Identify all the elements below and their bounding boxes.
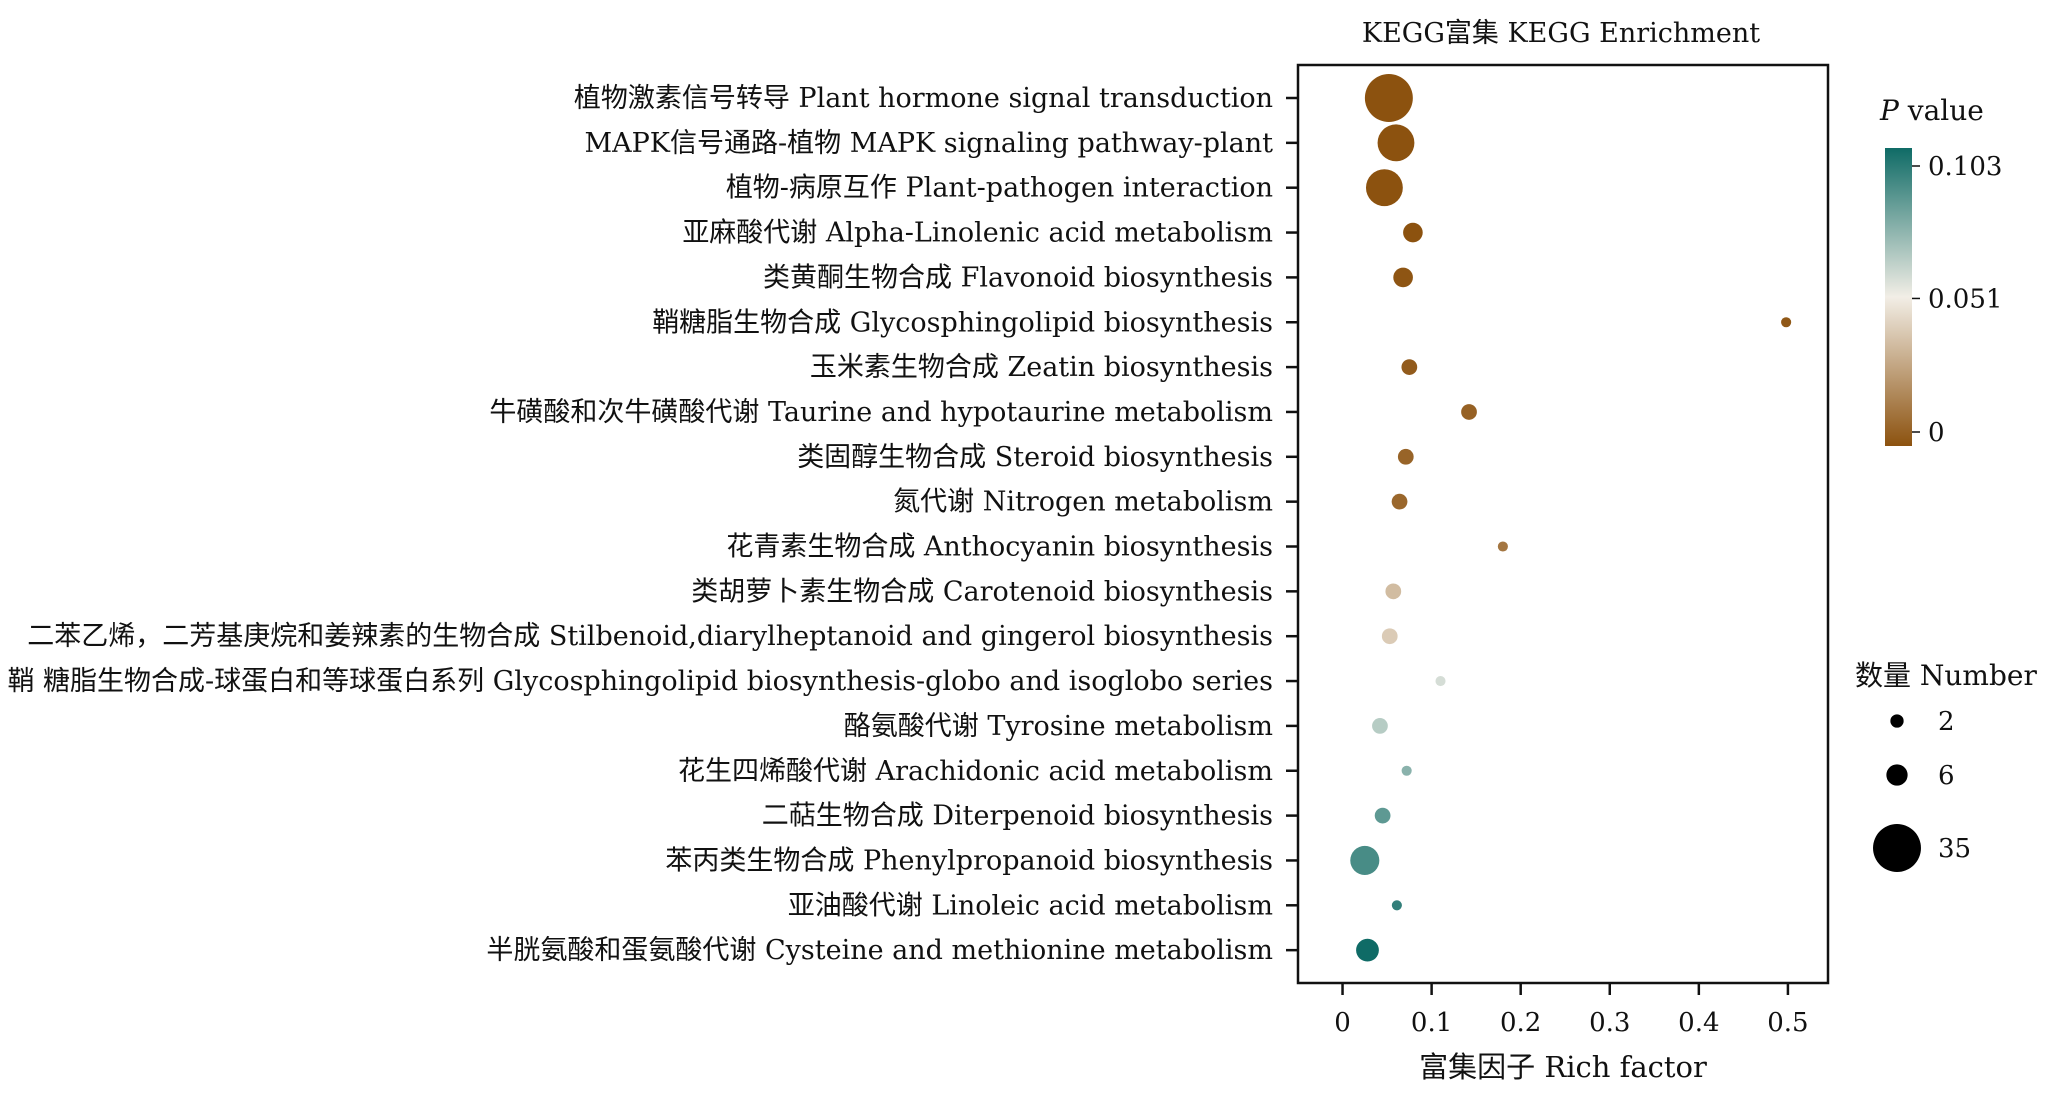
- data-bubble: [1403, 222, 1423, 243]
- category-label: 二苯乙烯，二芳基庚烷和姜辣素的生物合成 Stilbenoid,diarylhep…: [27, 621, 1273, 652]
- size-legend: 数量 Number 2 6 35: [1855, 659, 2037, 872]
- category-label: 鞘糖脂生物合成 Glycosphingolipid biosynthesis: [652, 307, 1273, 338]
- color-legend: P value 0.103 0.051 0: [1879, 94, 2002, 448]
- color-legend-title: P value: [1879, 94, 1984, 127]
- size-legend-items: 2 6 35: [1873, 707, 1971, 872]
- plot-frame: [1296, 63, 1830, 985]
- category-label: 花青素生物合成 Anthocyanin biosynthesis: [726, 532, 1273, 563]
- y-axis: 植物激素信号转导 Plant hormone signal transducti…: [7, 83, 1298, 966]
- data-bubble: [1497, 541, 1508, 552]
- color-legend-title-italic: P: [1879, 94, 1900, 127]
- size-legend-title: 数量 Number: [1855, 659, 2037, 692]
- x-tick-label: 0.2: [1500, 1008, 1541, 1038]
- data-bubble: [1372, 718, 1388, 734]
- category-label: 苯丙类生物合成 Phenylpropanoid biosynthesis: [665, 845, 1273, 876]
- category-label: 氮代谢 Nitrogen metabolism: [893, 487, 1273, 518]
- data-bubble: [1350, 845, 1380, 875]
- category-label: 酪氨酸代谢 Tyrosine metabolism: [844, 711, 1273, 742]
- data-bubble: [1435, 676, 1446, 687]
- color-tick-label: 0.051: [1928, 284, 2002, 314]
- data-bubble: [1401, 359, 1418, 375]
- category-label: 类胡萝卜素生物合成 Carotenoid biosynthesis: [691, 576, 1273, 607]
- data-bubble: [1381, 628, 1398, 645]
- data-bubble: [1393, 267, 1413, 288]
- category-label: 亚油酸代谢 Linoleic acid metabolism: [788, 890, 1273, 921]
- x-tick-label: 0.3: [1589, 1008, 1630, 1038]
- color-legend-title-rest: value: [1899, 94, 1984, 127]
- category-label: 半胱氨酸和蛋氨酸代谢 Cysteine and methionine metab…: [486, 935, 1273, 966]
- data-bubble: [1364, 74, 1413, 122]
- color-legend-ticks: 0.103 0.051 0: [1912, 152, 2002, 448]
- data-bubble: [1374, 807, 1391, 824]
- size-legend-label: 6: [1938, 761, 1955, 791]
- category-label: 牛磺酸和次牛磺酸代谢 Taurine and hypotaurine metab…: [489, 397, 1273, 428]
- data-bubble: [1365, 169, 1403, 207]
- x-axis: 0 0.1 0.2 0.3 0.4 0.5: [1334, 983, 1809, 1038]
- size-legend-label: 35: [1938, 834, 1971, 864]
- color-tick-label: 0.103: [1928, 152, 2002, 182]
- category-label: 植物激素信号转导 Plant hormone signal transducti…: [574, 83, 1273, 114]
- category-label: 类固醇生物合成 Steroid biosynthesis: [797, 442, 1273, 473]
- category-label: 玉米素生物合成 Zeatin biosynthesis: [810, 352, 1273, 383]
- category-label: 花生四烯酸代谢 Arachidonic acid metabolism: [678, 756, 1273, 787]
- data-bubble: [1781, 317, 1792, 328]
- category-label: MAPK信号通路-植物 MAPK signaling pathway-plant: [585, 128, 1274, 159]
- data-bubble: [1397, 448, 1414, 465]
- data-bubble: [1377, 124, 1415, 162]
- x-axis-label: 富集因子 Rich factor: [1419, 1050, 1707, 1084]
- data-bubble: [1401, 765, 1412, 776]
- data-bubble: [1391, 900, 1402, 911]
- x-tick-label: 0.5: [1767, 1008, 1808, 1038]
- category-label: 植物-病原互作 Plant-pathogen interaction: [726, 173, 1273, 204]
- category-label: 类黄酮生物合成 Flavonoid biosynthesis: [763, 262, 1273, 293]
- color-tick-label: 0: [1928, 418, 1945, 448]
- chart-title: KEGG富集 KEGG Enrichment: [1362, 18, 1760, 49]
- x-tick-label: 0: [1334, 1008, 1351, 1038]
- size-legend-dot: [1890, 714, 1904, 728]
- color-legend-bar: [1885, 148, 1912, 446]
- size-legend-dot: [1873, 824, 1921, 872]
- x-tick-label: 0.4: [1678, 1008, 1719, 1038]
- data-bubble: [1356, 938, 1379, 962]
- category-label: 鞘 糖脂生物合成-球蛋白和等球蛋白系列 Glycosphingolipid bi…: [7, 666, 1273, 697]
- data-bubble: [1461, 404, 1477, 420]
- category-label: 二萜生物合成 Diterpenoid biosynthesis: [762, 801, 1273, 832]
- data-bubble: [1391, 493, 1408, 510]
- size-legend-dot: [1886, 764, 1908, 786]
- size-legend-label: 2: [1938, 707, 1955, 737]
- data-bubble: [1385, 583, 1402, 600]
- x-tick-label: 0.1: [1411, 1008, 1452, 1038]
- category-label: 亚麻酸代谢 Alpha-Linolenic acid metabolism: [682, 218, 1273, 249]
- bubble-layer: [1350, 74, 1792, 962]
